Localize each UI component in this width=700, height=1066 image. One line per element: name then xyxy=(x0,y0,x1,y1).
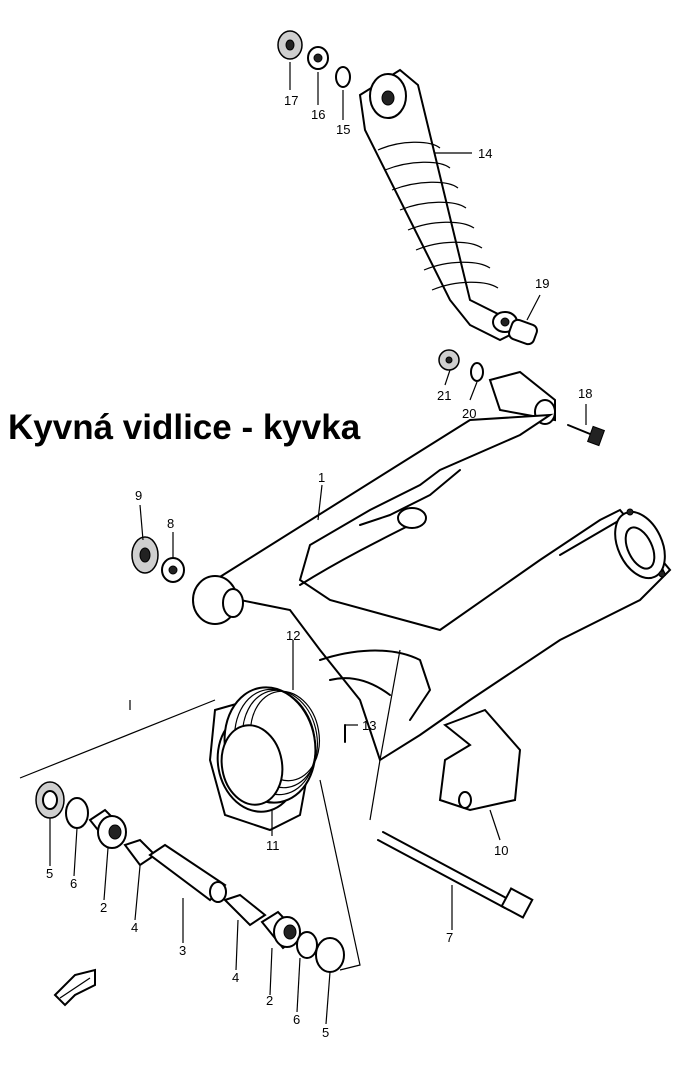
part-label: 6 xyxy=(293,1012,300,1027)
guard-10 xyxy=(438,708,522,812)
part-label: 10 xyxy=(494,843,508,858)
front-direction-arrow xyxy=(53,968,96,1007)
part-label: 21 xyxy=(437,388,451,403)
part-label: 1 xyxy=(318,470,325,485)
drive-boot xyxy=(208,686,346,832)
pivot-hardware xyxy=(131,536,244,625)
swingarm-body xyxy=(213,413,672,762)
part-label: 19 xyxy=(535,276,549,291)
part-label: 4 xyxy=(131,920,138,935)
shock-absorber xyxy=(358,68,522,342)
part-label: 6 xyxy=(70,876,77,891)
part-label: 2 xyxy=(266,993,273,1008)
part-label: 5 xyxy=(46,866,53,881)
part-label: 11 xyxy=(266,838,280,853)
part-label: 14 xyxy=(478,146,492,161)
bolt-7 xyxy=(377,831,534,919)
part-label: 18 xyxy=(578,386,592,401)
alignment-lines xyxy=(19,649,401,971)
part-label: 2 xyxy=(100,900,107,915)
part-label: 4 xyxy=(232,970,239,985)
part-label: 9 xyxy=(135,488,142,503)
part-label: 13 xyxy=(362,718,376,733)
leader-lines xyxy=(49,62,587,1025)
part-label: 12 xyxy=(286,628,300,643)
shock-top-hardware xyxy=(277,30,351,88)
part-label: 3 xyxy=(179,943,186,958)
part-label: 16 xyxy=(311,107,325,122)
part-label: 20 xyxy=(462,406,476,421)
part-label: 7 xyxy=(446,930,453,945)
part-label: 8 xyxy=(167,516,174,531)
part-label: 5 xyxy=(322,1025,329,1040)
part-label: 15 xyxy=(336,122,350,137)
part-label: 17 xyxy=(284,93,298,108)
part-labels: 17 16 15 14 19 21 20 18 9 8 1 12 13 11 1… xyxy=(46,93,592,1040)
page-title: Kyvná vidlice - kyvka xyxy=(8,408,361,447)
pivot-shaft-stack xyxy=(35,781,345,973)
